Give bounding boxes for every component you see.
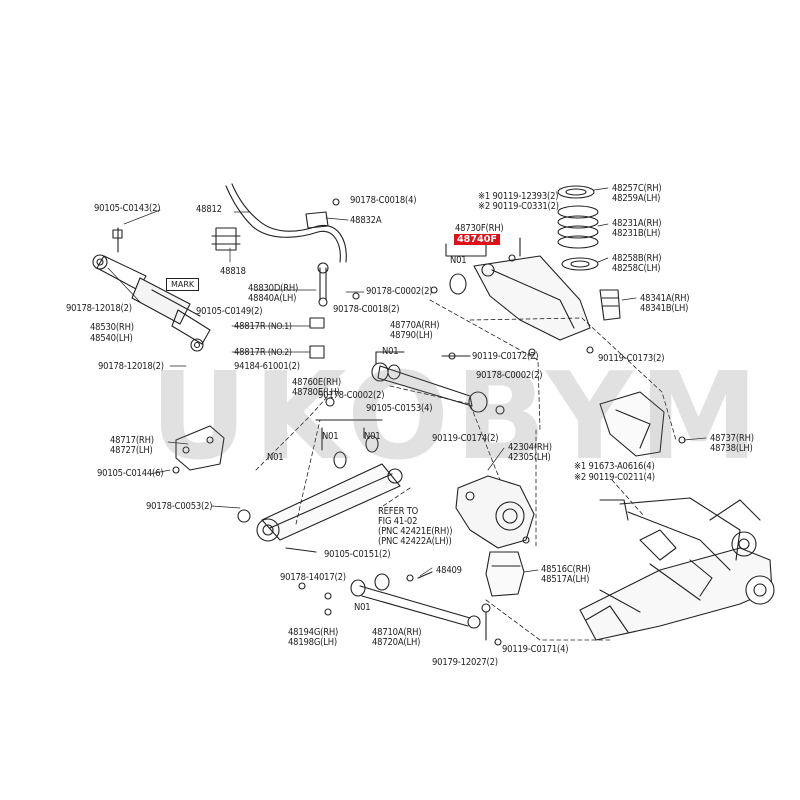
part-label[interactable]: 48409: [436, 565, 462, 576]
toe-link: [298, 571, 481, 629]
part-label[interactable]: 48517A(LH): [541, 574, 590, 585]
part-label[interactable]: 90119-C0174(2): [432, 433, 499, 444]
part-label[interactable]: 48516C(RH): [541, 564, 591, 575]
part-label[interactable]: 48231B(LH): [612, 228, 661, 239]
part-label[interactable]: 90178-C0053(2): [146, 501, 213, 512]
part-label[interactable]: 48341B(LH): [640, 303, 689, 314]
leader-lines: [255, 299, 677, 641]
part-label[interactable]: ※2 90119-C0331(2): [478, 201, 559, 212]
part-label[interactable]: 48530(RH): [90, 322, 134, 333]
part-label[interactable]: N01: [267, 452, 284, 463]
callout-lines: [107, 187, 707, 577]
part-label[interactable]: ※2 90119-C0211(4): [574, 472, 655, 483]
part-label[interactable]: 90119-C0172(2): [472, 351, 539, 362]
part-label[interactable]: 48840A(LH): [248, 293, 297, 304]
upper-arm: [371, 351, 505, 415]
part-label[interactable]: N01: [364, 431, 381, 442]
part-label[interactable]: ※1 91673-A0616(4): [574, 461, 655, 472]
part-label[interactable]: N01: [450, 255, 467, 266]
part-label[interactable]: FIG 41-02: [378, 516, 418, 527]
part-label[interactable]: 90178-12018(2): [98, 361, 164, 372]
part-label[interactable]: 90178-C0018(2): [333, 304, 400, 315]
part-label[interactable]: 90105-C0144(6): [97, 468, 164, 479]
part-label[interactable]: 48760E(RH): [292, 377, 341, 388]
trailing-arm: [430, 237, 594, 356]
part-label[interactable]: N01: [322, 431, 339, 442]
part-label[interactable]: 48817R: [234, 321, 266, 332]
part-label[interactable]: 90119-C0173(2): [598, 353, 665, 364]
part-label[interactable]: 48770A(RH): [390, 320, 440, 331]
stabilizer-bar: [211, 183, 360, 359]
part-label[interactable]: 48737(RH): [710, 433, 754, 444]
part-label[interactable]: 90178-C0002(2): [476, 370, 543, 381]
bump-stop: [481, 551, 525, 646]
coil-spring: [557, 185, 621, 321]
part-label[interactable]: 90105-C0143(2): [94, 203, 161, 214]
part-label[interactable]: 48259A(LH): [612, 193, 661, 204]
part-label[interactable]: 48341A(RH): [640, 293, 690, 304]
part-label[interactable]: (PNC 42422A(LH)): [378, 536, 452, 547]
assembly-view: [579, 497, 775, 641]
part-label[interactable]: 90178-12018(2): [66, 303, 132, 314]
part-label[interactable]: 90179-12027(2): [432, 657, 498, 668]
part-label[interactable]: 48727(LH): [110, 445, 153, 456]
part-label[interactable]: (NO.1): [268, 322, 292, 332]
part-label[interactable]: 42304(RH): [508, 442, 552, 453]
part-label[interactable]: 48830D(RH): [248, 283, 299, 294]
knuckle: [455, 475, 535, 549]
part-label[interactable]: 48717(RH): [110, 435, 154, 446]
part-label[interactable]: 90178-14017(2): [280, 572, 346, 583]
part-label[interactable]: 90105-C0149(2): [196, 306, 263, 317]
part-label[interactable]: REFER TO: [378, 506, 419, 517]
part-label[interactable]: 90105-C0153(4): [366, 403, 433, 414]
part-label[interactable]: N01: [382, 346, 399, 357]
part-label[interactable]: 48258C(LH): [612, 263, 661, 274]
part-label[interactable]: 90105-C0151(2): [324, 549, 391, 560]
part-label[interactable]: 48540(LH): [90, 333, 133, 344]
part-label[interactable]: 90178-C0002(2): [318, 390, 385, 401]
part-label[interactable]: N01: [354, 602, 371, 613]
part-label[interactable]: 48818: [220, 266, 246, 277]
part-label[interactable]: 48198G(LH): [288, 637, 337, 648]
part-label[interactable]: ※1 90119-12393(2): [478, 191, 559, 202]
part-label[interactable]: 48257C(RH): [612, 183, 662, 194]
part-label[interactable]: 48812: [196, 204, 222, 215]
part-label[interactable]: 48738(LH): [710, 443, 753, 454]
watermark: UKOBYM: [150, 348, 765, 487]
shock-absorber: [92, 227, 211, 352]
part-label[interactable]: 48194G(RH): [288, 627, 339, 638]
part-label[interactable]: (NO.2): [268, 348, 292, 358]
part-label[interactable]: 48730F(RH): [455, 223, 504, 234]
part-label[interactable]: 90178-C0018(4): [350, 195, 417, 206]
part-label[interactable]: 48832A: [350, 215, 382, 226]
part-label[interactable]: 48231A(RH): [612, 218, 662, 229]
mark-label: MARK: [166, 278, 200, 291]
dust-cover: [599, 391, 686, 457]
part-label[interactable]: 48710A(RH): [372, 627, 422, 638]
part-label[interactable]: 94184-61001(2): [234, 361, 300, 372]
part-label[interactable]: 48790(LH): [390, 330, 433, 341]
highlighted-part-number[interactable]: 48740F: [454, 234, 500, 245]
part-label[interactable]: 90119-C0171(4): [502, 644, 569, 655]
part-label[interactable]: 48817R: [234, 347, 266, 358]
part-label[interactable]: 48720A(LH): [372, 637, 421, 648]
mount-bracket: [172, 425, 225, 474]
part-label[interactable]: 48780E(LH): [292, 387, 340, 398]
part-label[interactable]: 42305(LH): [508, 452, 551, 463]
part-label[interactable]: 90178-C0002(2): [366, 286, 433, 297]
part-label[interactable]: (PNC 42421E(RH)): [378, 526, 453, 537]
part-label[interactable]: 48258B(RH): [612, 253, 662, 264]
